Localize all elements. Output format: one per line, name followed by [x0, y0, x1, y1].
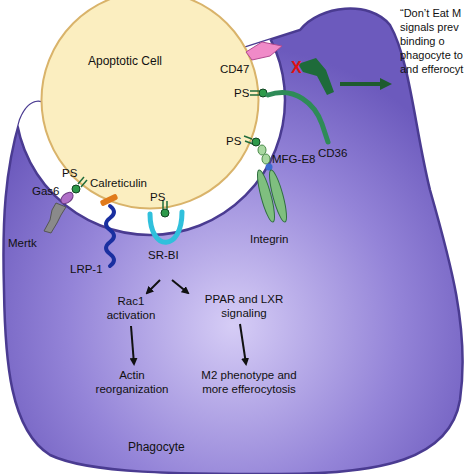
receptor-name: SR-BI — [148, 248, 179, 262]
receptor-name: LRP-1 — [70, 262, 103, 276]
receptor-name: Integrin — [250, 232, 288, 246]
signal-arrow — [340, 82, 388, 86]
ligand-name: MFG-E8 — [272, 152, 315, 166]
phagocyte-cell-title: Phagocyte — [128, 440, 185, 454]
mfge8-bridge — [262, 154, 270, 164]
dont-eat-me-note: “Don’t Eat M signals prev binding o phag… — [400, 6, 474, 76]
receptor-name: Mertk — [8, 236, 37, 250]
ligand-name: Gas6 — [32, 184, 60, 198]
ps-label: PS — [150, 190, 165, 204]
pathway-step: PPAR and LXR signaling — [196, 292, 292, 320]
pathway-step: Rac1 activation — [98, 294, 164, 322]
ps-label: PS — [226, 134, 241, 148]
ps-label: PS — [234, 86, 249, 100]
ligand-name: CD47 — [220, 62, 249, 76]
receptor-name: CD36 — [318, 146, 347, 160]
pathway-step: Actin reorganization — [88, 368, 176, 396]
mfge8-bridge — [258, 145, 266, 155]
block-mark: X — [291, 58, 302, 77]
pathway-step: M2 phenotype and more efferocytosis — [196, 368, 302, 396]
ps-label: PS — [62, 166, 77, 180]
apoptotic-cell-title: Apoptotic Cell — [88, 54, 162, 68]
ligand-name: Calreticulin — [90, 176, 147, 190]
